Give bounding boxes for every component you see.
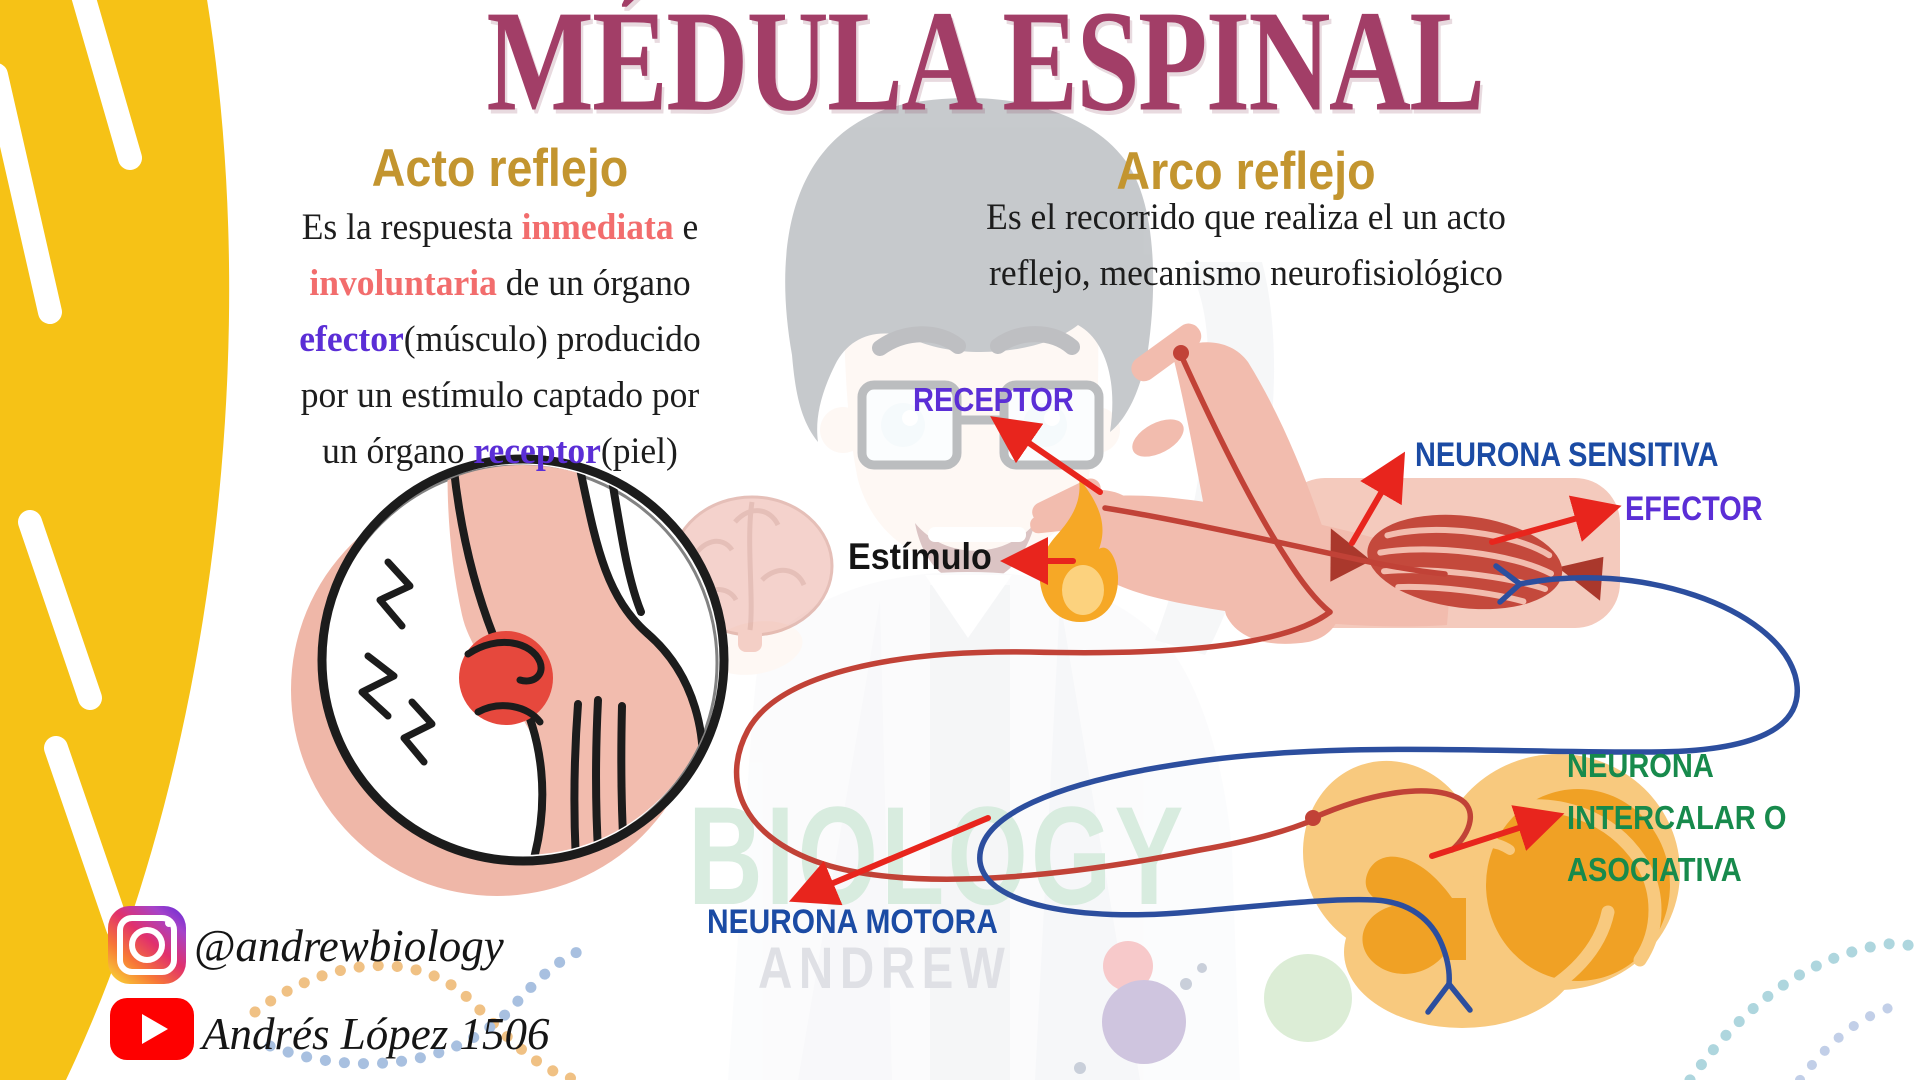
instagram-dot [165, 919, 173, 927]
label-receptor: RECEPTOR [913, 381, 1074, 418]
youtube-channel-name: Andrés López 1506 [202, 1009, 550, 1059]
paragraph-acto-reflejo: Es la respuesta inmediata e involuntaria… [250, 200, 749, 480]
instagram-icon [108, 906, 186, 984]
label-efector: EFECTOR [1625, 490, 1763, 528]
text-line: Es el recorrido que realiza el un acto [986, 197, 1506, 238]
arm-illustration [1030, 323, 1620, 644]
heading-acto-reflejo: Acto reflejo [371, 139, 629, 198]
blue-motor-nerve [977, 563, 1800, 1015]
text-line: un órgano receptor(piel) [322, 431, 678, 472]
label-line: INTERCALAR O [1567, 799, 1787, 836]
label-neurona-intercalar: NEURONA INTERCALAR O ASOCIATIVA [1567, 740, 1786, 896]
knee-reflex-illustration [291, 454, 729, 896]
label-neurona-sensitiva: NEURONA SENSITIVA [1415, 436, 1719, 474]
text-line: involuntaria de un órgano [309, 263, 691, 304]
flame-icon [1039, 478, 1119, 622]
heading-arco-reflejo: Arco reflejo [1116, 142, 1376, 201]
youtube-icon [110, 998, 194, 1060]
watermark-biology: BIOLOGY [688, 777, 1187, 934]
label-line: ASOCIATIVA [1567, 851, 1742, 888]
arrow-neurona-motora [788, 815, 991, 906]
label-neurona-motora: NEURONA MOTORA [707, 903, 998, 941]
text-line: Es la respuesta inmediata e [301, 207, 699, 248]
text-line: reflejo, mecanismo neurofisiológico [989, 253, 1503, 294]
arrow-receptor [990, 416, 1103, 495]
instagram-frame [117, 915, 177, 975]
arrow-efector [1489, 495, 1622, 545]
youtube-play-icon [142, 1014, 168, 1044]
watermark-andrew: ANDREW [758, 936, 1012, 1001]
dna-dotted-strands [249, 938, 1919, 1080]
arrow-neurona-intercalar [1429, 805, 1565, 859]
red-sensory-nerve [733, 352, 1474, 882]
doctor-body [707, 97, 1275, 1080]
nerve-pathways [733, 345, 1800, 1015]
pain-zigzag-marks [358, 558, 436, 766]
paragraph-arco-reflejo: Es el recorrido que realiza el un acto r… [862, 190, 1630, 302]
text-line: por un estímulo captado por [300, 375, 700, 416]
decorative-molecules [1074, 941, 1352, 1074]
annotation-arrows [788, 416, 1622, 906]
label-line: NEURONA [1567, 747, 1714, 784]
arrow-neurona-sensitiva [1349, 451, 1406, 546]
text-line: efector(músculo) producido [299, 319, 701, 360]
instagram-handle: @andrewbiology [194, 921, 504, 971]
page-title: MÉDULA ESPINAL [486, 0, 1485, 142]
label-estimulo: Estímulo [848, 536, 992, 577]
instagram-lens [129, 927, 165, 963]
yellow-side-shape [0, 0, 230, 1080]
